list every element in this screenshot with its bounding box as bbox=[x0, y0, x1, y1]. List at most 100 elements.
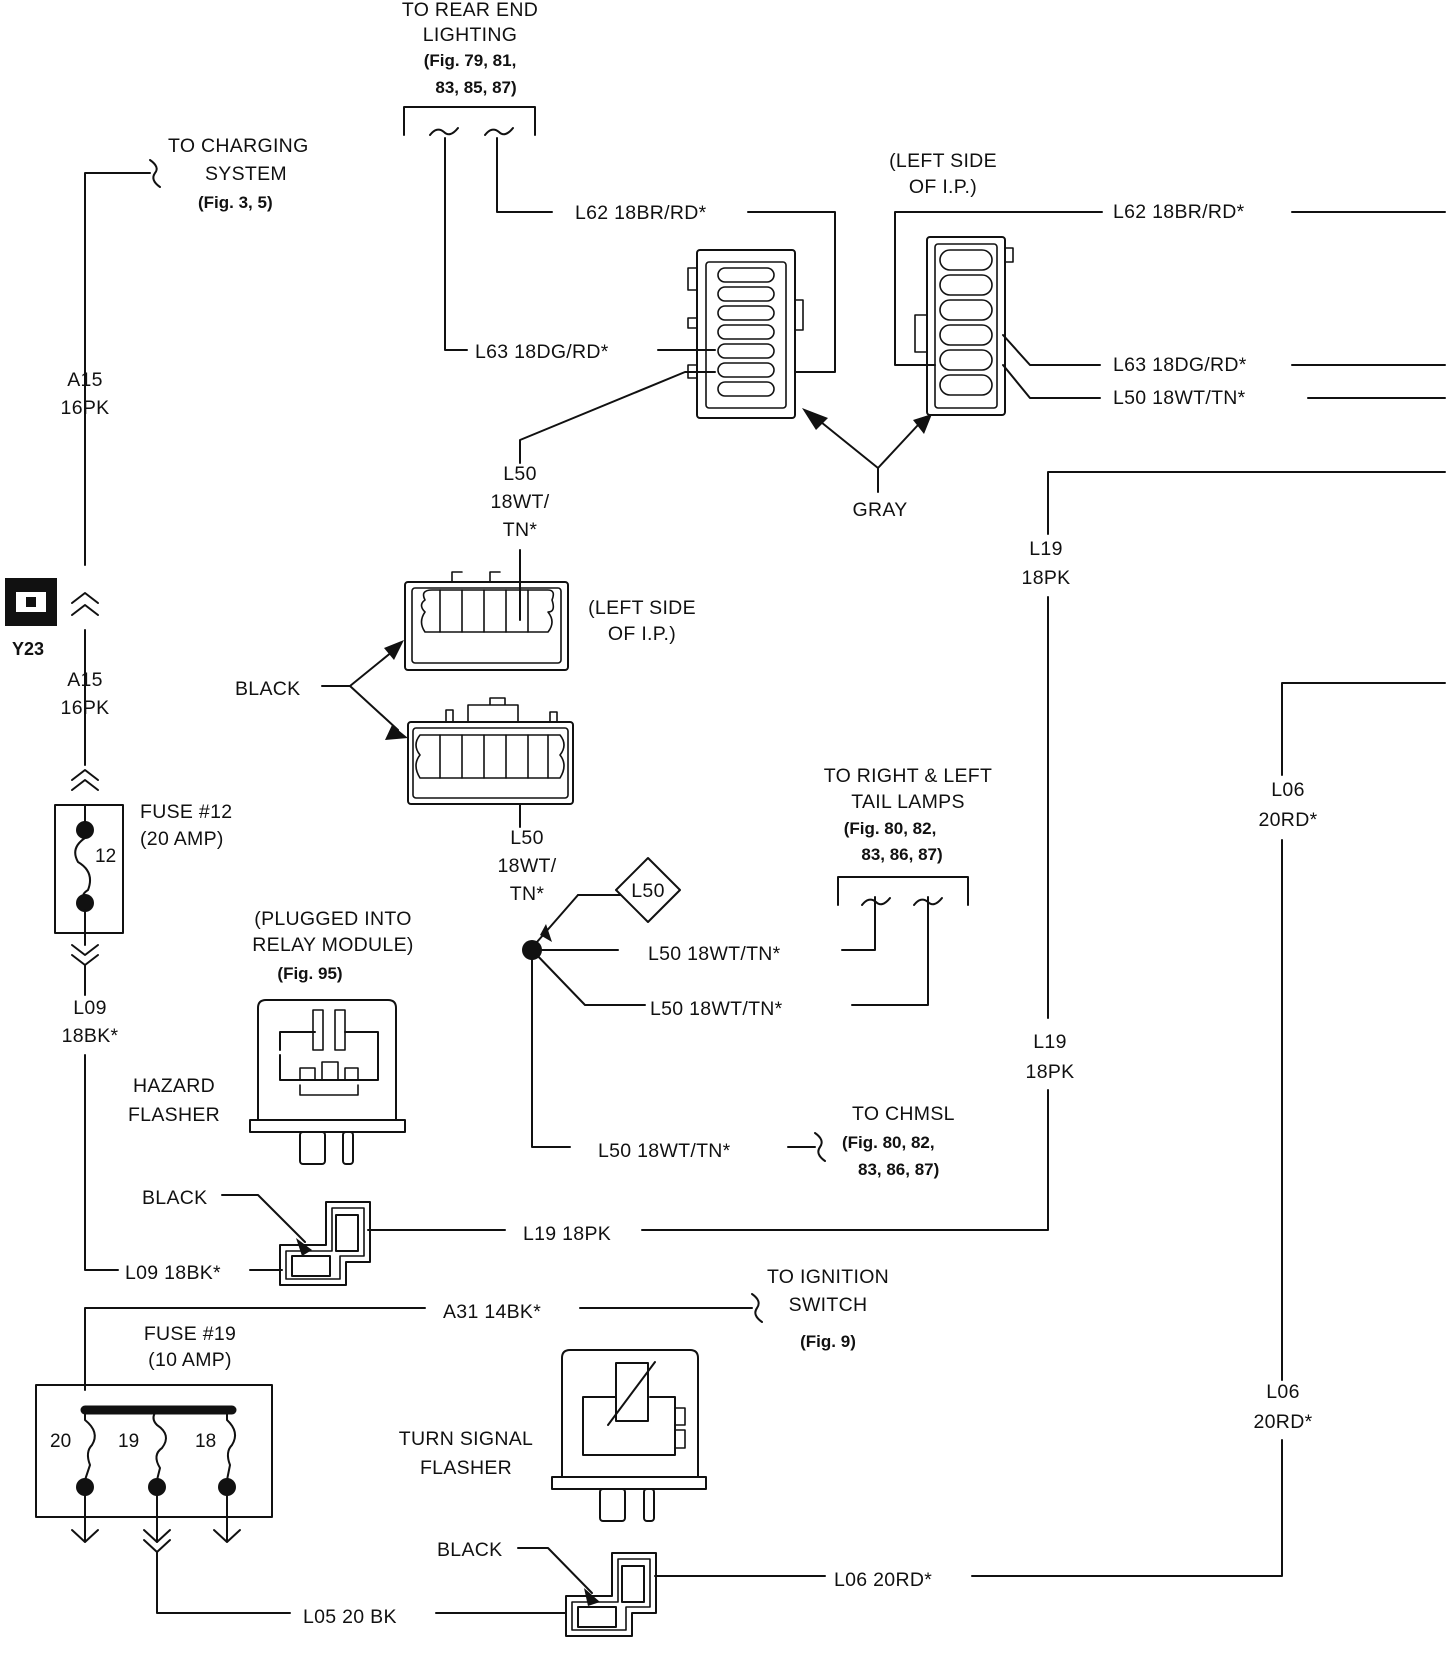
connector-chevron-a15-lower bbox=[71, 769, 99, 791]
connector-gray-left bbox=[687, 249, 804, 419]
ground-arrow-18 bbox=[213, 1529, 241, 1543]
label-rear-end-1: TO REAR END bbox=[402, 0, 538, 21]
label-l19-mid-1: L19 bbox=[1033, 1031, 1066, 1053]
wire-l19-upper bbox=[1047, 471, 1446, 535]
connector-black-lower bbox=[407, 697, 574, 805]
label-left-ip-top-2: OF I.P.) bbox=[909, 176, 977, 198]
connector-gray-right-cavities bbox=[939, 249, 993, 396]
label-a31: A31 14BK* bbox=[443, 1301, 541, 1323]
arrow-gray-right bbox=[877, 424, 919, 469]
label-l19-top-1: L19 bbox=[1029, 538, 1062, 560]
connector-black-bot bbox=[565, 1552, 657, 1637]
label-chmsl-1: TO CHMSL bbox=[852, 1103, 955, 1125]
label-pin18: 18 bbox=[195, 1431, 216, 1452]
label-l06-h: L06 20RD* bbox=[834, 1569, 932, 1591]
label-black-bot: BLACK bbox=[437, 1539, 502, 1561]
break-charging bbox=[149, 159, 161, 188]
wire-l62-left-a bbox=[496, 137, 553, 213]
arrow-black-bot bbox=[517, 1547, 593, 1594]
labels: TO REAR END LIGHTING (Fig. 79, 81, 83, 8… bbox=[12, 0, 1317, 1628]
label-charging-1: TO CHARGING bbox=[168, 135, 309, 157]
label-a15-bot-2: 16PK bbox=[61, 697, 110, 719]
diamond-label: L50 bbox=[631, 880, 664, 902]
arrowhead-black-top-1 bbox=[384, 640, 404, 660]
wire-l50-chmsl bbox=[531, 949, 571, 1148]
label-charging-2: SYSTEM bbox=[205, 163, 287, 185]
splice-l50 bbox=[522, 940, 542, 960]
wires bbox=[71, 106, 1446, 1614]
label-tail-4: 83, 86, 87) bbox=[861, 845, 942, 864]
arrow-black-top-1 bbox=[321, 646, 399, 687]
label-l50-v-3: TN* bbox=[503, 519, 538, 541]
arrowhead-l50-diamond bbox=[540, 924, 552, 942]
bracket-rear-end bbox=[403, 106, 536, 136]
break-chmsl bbox=[814, 1132, 826, 1162]
label-l50-h3: L50 18WT/TN* bbox=[598, 1140, 731, 1162]
label-l19-mid-2: 18PK bbox=[1026, 1061, 1075, 1083]
label-l06-top-1: L06 bbox=[1271, 779, 1304, 801]
connector-black-mid bbox=[279, 1201, 371, 1286]
diamond-l50: L50 bbox=[615, 857, 681, 923]
hazard-flasher bbox=[249, 999, 406, 1165]
label-l50-h1: L50 18WT/TN* bbox=[648, 943, 781, 965]
wire-l09-lower bbox=[84, 1054, 119, 1271]
label-l50-v2-1: L50 bbox=[510, 827, 543, 849]
label-l50-v2-2: 18WT/ bbox=[498, 855, 557, 877]
connector-gray-left-cavities bbox=[717, 267, 775, 397]
label-fuse12-2: (20 AMP) bbox=[140, 828, 224, 850]
label-turn-2: FLASHER bbox=[420, 1457, 512, 1479]
label-black-mid: BLACK bbox=[142, 1187, 207, 1209]
fuse-19 bbox=[35, 1384, 273, 1518]
label-plugged-1: (PLUGGED INTO bbox=[254, 908, 411, 930]
bracket-tail-lamps bbox=[837, 876, 969, 906]
label-l09-v-1: L09 bbox=[73, 997, 106, 1019]
label-l50-h2: L50 18WT/TN* bbox=[650, 998, 783, 1020]
label-plugged-2: RELAY MODULE) bbox=[252, 934, 413, 956]
label-left-ip-top-1: (LEFT SIDE bbox=[889, 150, 997, 172]
connector-chevron-l09 bbox=[71, 944, 99, 966]
label-gray: GRAY bbox=[852, 499, 907, 521]
label-turn-1: TURN SIGNAL bbox=[399, 1428, 533, 1450]
wire-tail-1 bbox=[841, 896, 876, 951]
label-fuse19-1: FUSE #19 bbox=[144, 1323, 236, 1345]
label-l63-right: L63 18DG/RD* bbox=[1113, 354, 1247, 376]
label-l50-v-1: L50 bbox=[503, 463, 536, 485]
label-ign-1: TO IGNITION bbox=[767, 1266, 889, 1288]
label-black-top: BLACK bbox=[235, 678, 300, 700]
label-a15-bot-1: A15 bbox=[67, 669, 103, 691]
terminal-tail-2 bbox=[913, 897, 943, 906]
label-hazard-2: FLASHER bbox=[128, 1104, 220, 1126]
label-rear-end-2: LIGHTING bbox=[423, 24, 518, 46]
break-ignition bbox=[751, 1293, 763, 1323]
label-l09-v-2: 18BK* bbox=[62, 1025, 119, 1047]
label-pin20: 20 bbox=[50, 1431, 71, 1452]
arrowheads bbox=[296, 408, 932, 1606]
label-l50-right: L50 18WT/TN* bbox=[1113, 387, 1246, 409]
wire-l62-right-a bbox=[894, 211, 1103, 366]
label-pin19: 19 bbox=[118, 1431, 139, 1452]
label-l05: L05 20 BK bbox=[303, 1606, 397, 1628]
label-l06-bot-1: L06 bbox=[1266, 1381, 1299, 1403]
label-plugged-3: (Fig. 95) bbox=[277, 964, 342, 983]
label-fuse19-2: (10 AMP) bbox=[148, 1349, 232, 1371]
terminal-rear-end-1 bbox=[429, 127, 459, 136]
label-splice-id: Y23 bbox=[12, 639, 44, 659]
label-l62-right: L62 18BR/RD* bbox=[1113, 201, 1245, 223]
label-charging-3: (Fig. 3, 5) bbox=[198, 193, 273, 212]
fuse-12 bbox=[54, 804, 124, 946]
wire-l06-lower bbox=[971, 1439, 1283, 1577]
label-l19-h: L19 18PK bbox=[523, 1223, 611, 1245]
label-ign-3: (Fig. 9) bbox=[800, 1332, 856, 1351]
wire-l50-branch-2 bbox=[531, 949, 646, 1006]
label-l19-top-2: 18PK bbox=[1022, 567, 1071, 589]
label-fuse12-pin: 12 bbox=[95, 846, 116, 867]
label-chmsl-3: 83, 86, 87) bbox=[858, 1160, 939, 1179]
turn-signal-flasher bbox=[551, 1349, 707, 1522]
splice-icon bbox=[5, 578, 57, 626]
label-rear-end-4: 83, 85, 87) bbox=[435, 78, 516, 97]
wire-l50-right-a bbox=[1002, 364, 1101, 399]
terminal-tail-1 bbox=[861, 897, 891, 906]
label-ign-2: SWITCH bbox=[789, 1294, 868, 1316]
label-l06-bot-2: 20RD* bbox=[1254, 1411, 1313, 1433]
